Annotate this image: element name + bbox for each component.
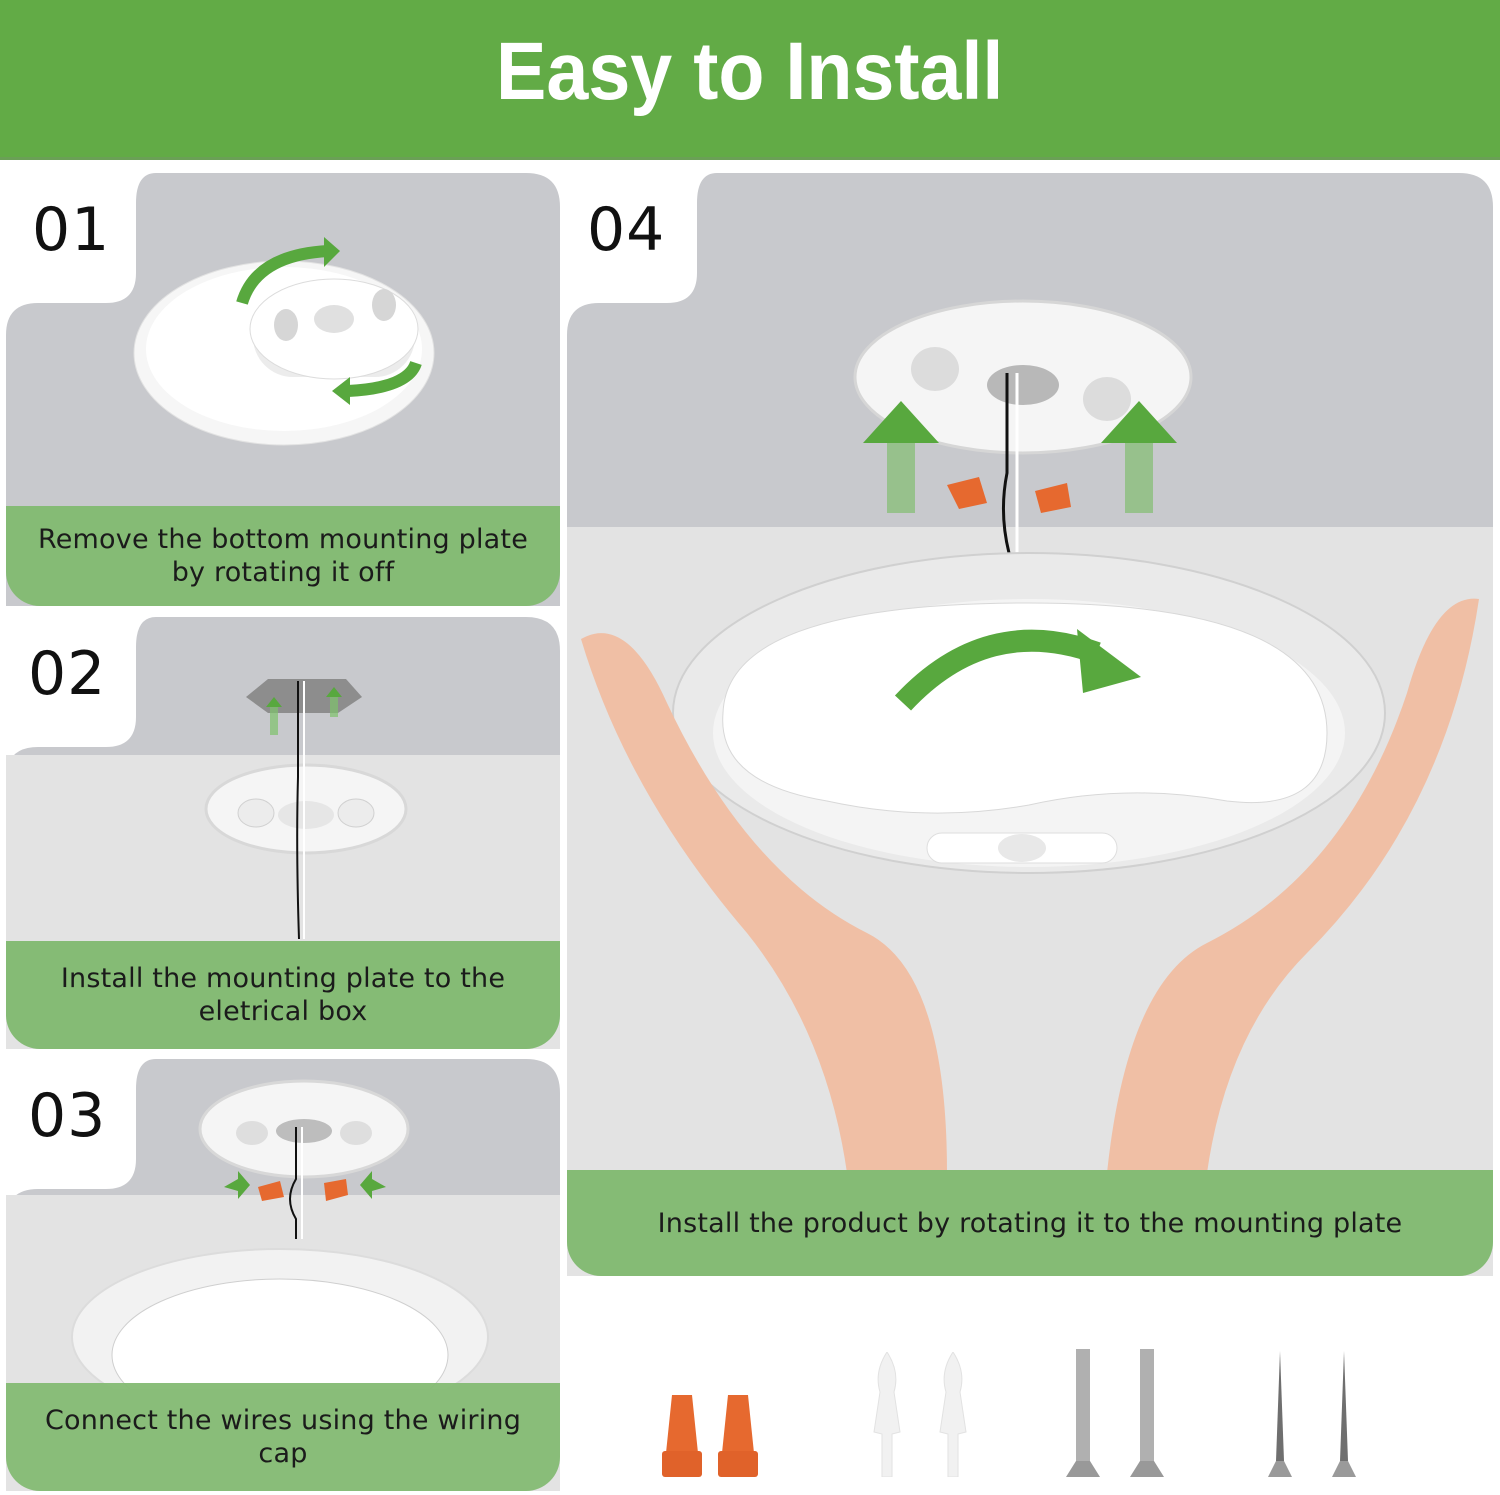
wiring-caps-illustration: [71, 1079, 489, 1389]
wire-cap-icon: [947, 477, 987, 509]
wire-cap-icon: [258, 1181, 284, 1201]
wire-cap-icon: [1035, 483, 1071, 513]
mounting-plate-electrical-box-illustration: [204, 679, 408, 940]
step-number: 03: [28, 1081, 107, 1151]
step-caption: Install the product by rotating it to th…: [567, 1170, 1493, 1276]
accessories-row: [600, 1330, 1500, 1495]
page-title: Easy to Install: [496, 25, 1004, 117]
rotate-arrow-icon: [894, 629, 1101, 711]
machine-screw-icon: [1066, 1349, 1100, 1477]
mounting-plate-rotate-illustration: [133, 237, 435, 446]
wire-nuts: [662, 1395, 758, 1477]
wall-anchors: [872, 1352, 968, 1477]
wire-nut-icon: [718, 1395, 758, 1477]
wire-cap-icon: [324, 1179, 348, 1201]
step-caption: Remove the bottom mounting plate by rota…: [6, 506, 560, 606]
up-arrow-icon: [326, 687, 342, 697]
step-number: 04: [587, 195, 666, 265]
rotate-arrow-icon: [236, 245, 329, 305]
wood-screw-icon: [1332, 1351, 1356, 1477]
up-arrow-icon: [266, 697, 282, 707]
header-banner: Easy to Install: [0, 0, 1500, 160]
machine-screw-icon: [1130, 1349, 1164, 1477]
left-arrow-icon: [360, 1171, 386, 1199]
wall-anchor-icon: [873, 1352, 901, 1477]
step-caption: Install the mounting plate to the eletri…: [6, 941, 560, 1049]
right-arrow-icon: [224, 1171, 250, 1199]
step-card-03: 03 Connect the wires using the wiring ca…: [6, 1059, 560, 1491]
step-number: 02: [28, 639, 107, 709]
step-caption: Connect the wires using the wiring cap: [6, 1383, 560, 1491]
hands-installing-light-illustration: [581, 299, 1479, 1173]
wire-nut-icon: [662, 1395, 702, 1477]
wall-anchor-icon: [939, 1352, 967, 1477]
black-wire: [296, 681, 300, 940]
step-number: 01: [32, 195, 111, 265]
up-arrow-icon: [863, 401, 939, 513]
step-card-04: 04 Install the product by rot: [567, 173, 1493, 1276]
left-hand: [581, 633, 947, 1173]
wood-screw-icon: [1268, 1351, 1292, 1477]
machine-screws: [1066, 1349, 1164, 1477]
right-hand: [1107, 598, 1479, 1173]
step-card-02: 02 Install the mounting plate to the ele…: [6, 617, 560, 1049]
step-card-01: 01 Remove the bottom mounting plate by r…: [6, 173, 560, 606]
up-arrow-icon: [1101, 401, 1177, 513]
wood-screws: [1268, 1351, 1356, 1477]
